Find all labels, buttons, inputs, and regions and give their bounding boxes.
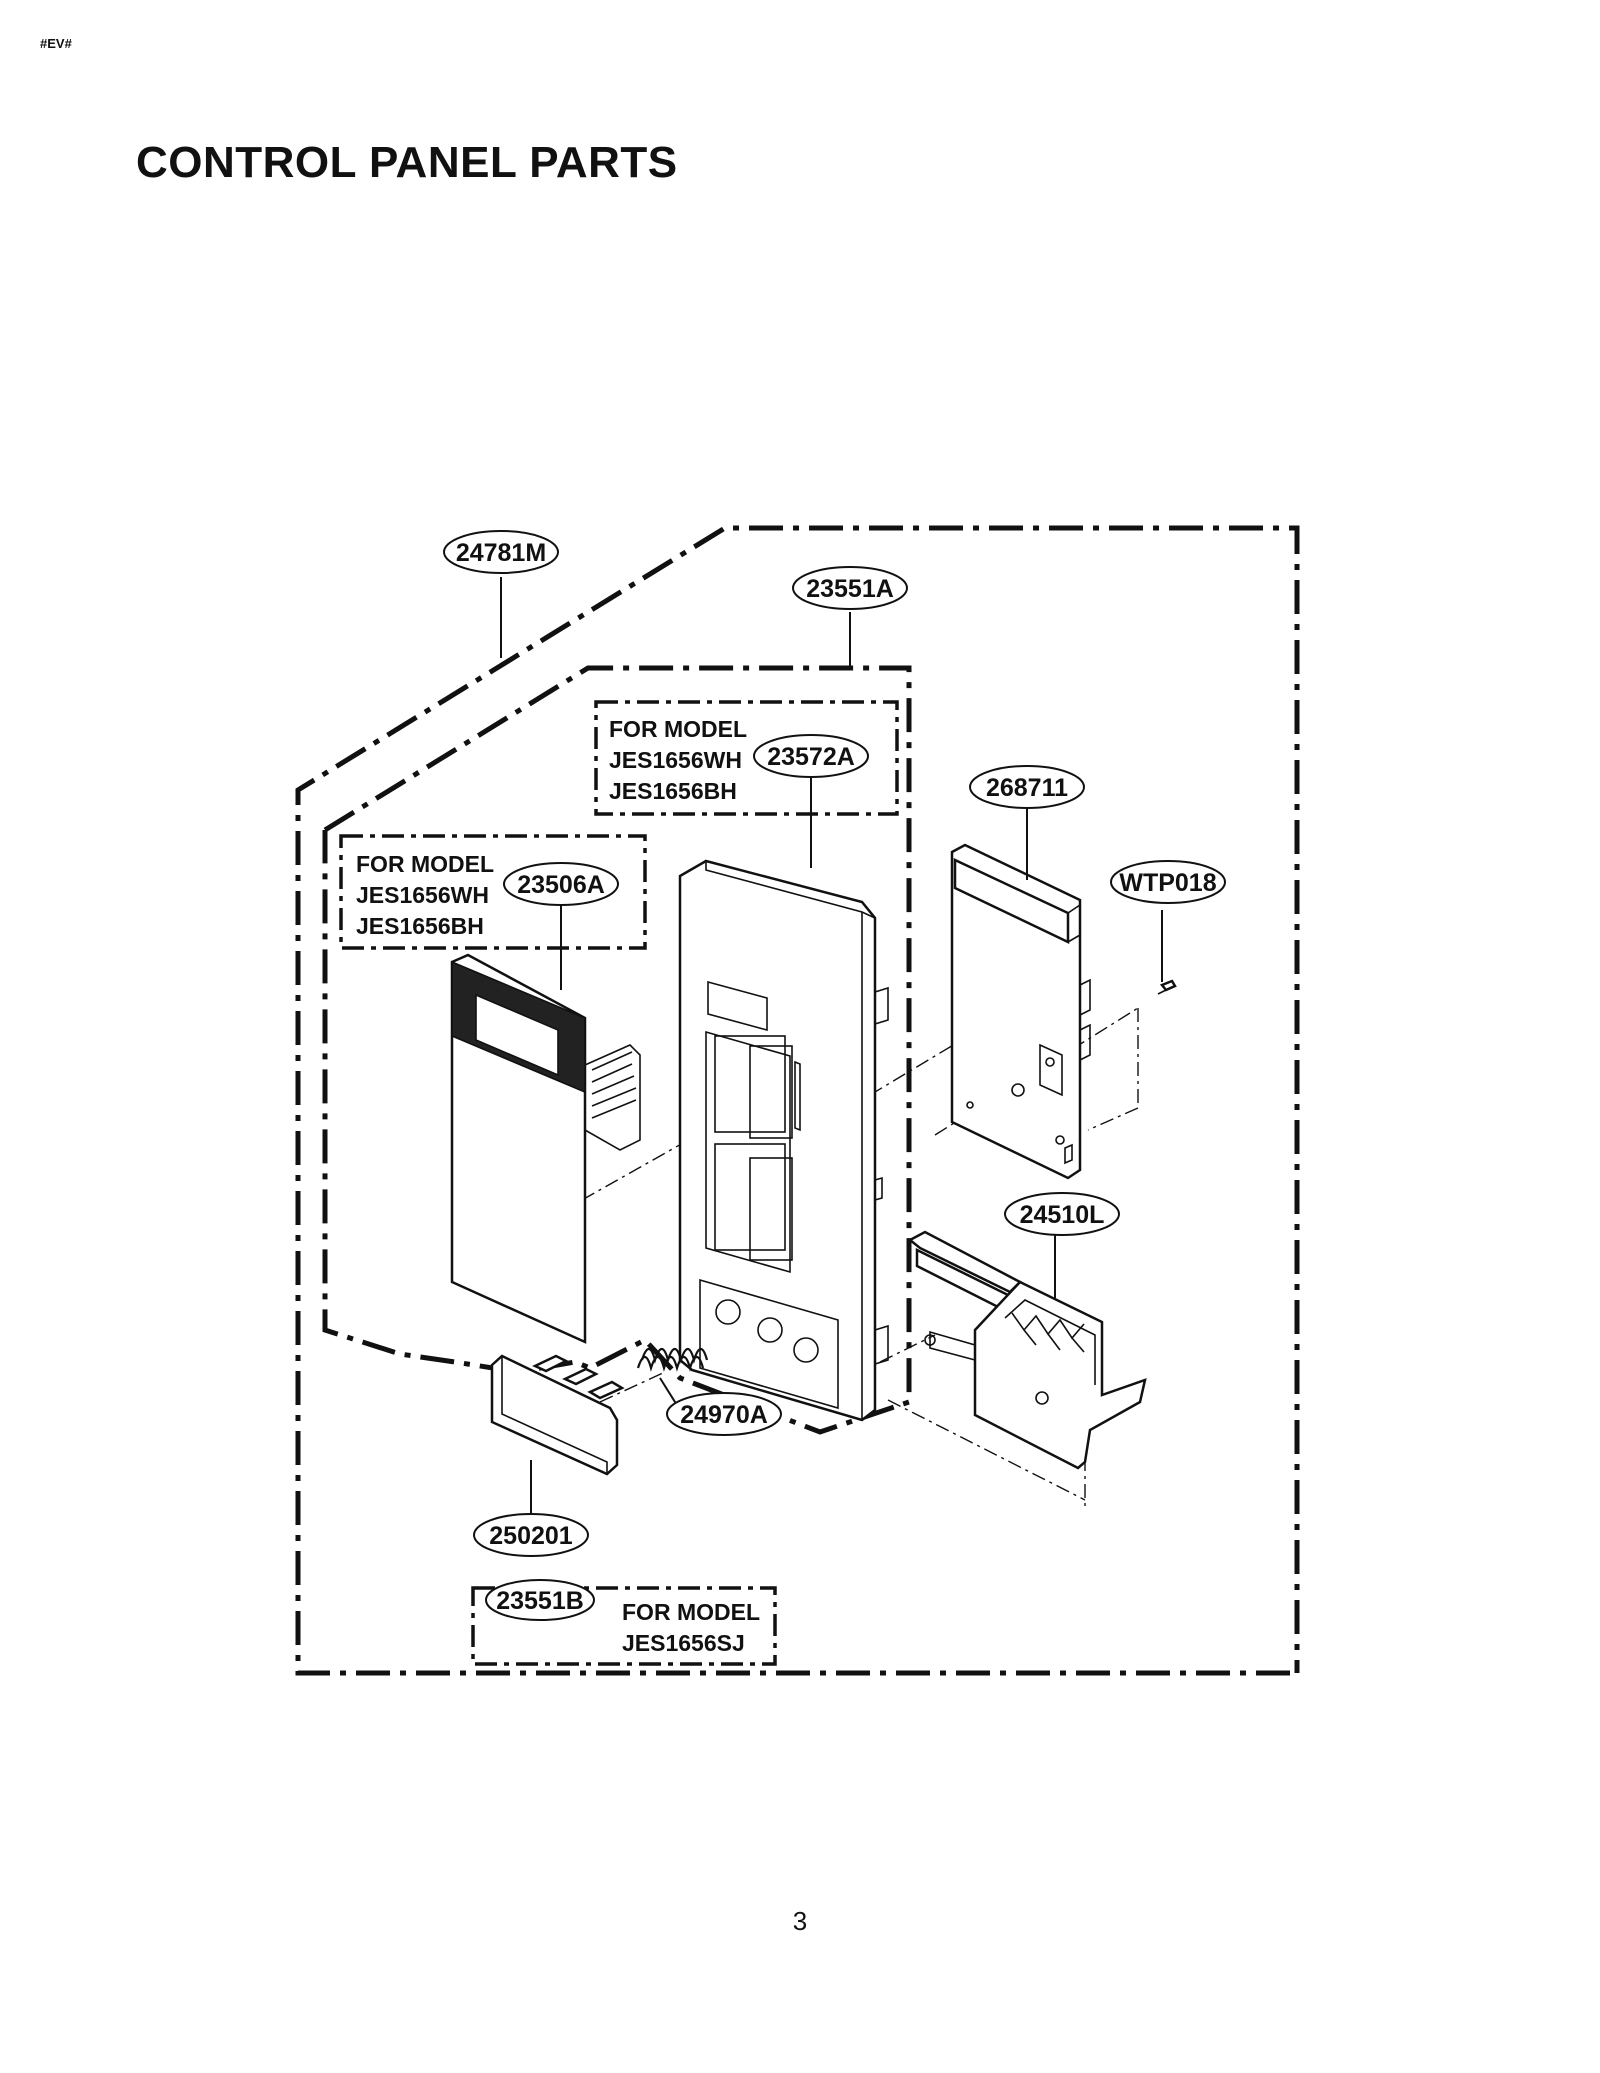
- callout-label-23551a: 23551A: [806, 575, 894, 603]
- note-3-line2: JES1656SJ: [622, 1630, 745, 1656]
- header-tag: #EV#: [40, 36, 72, 51]
- model-note-box-23506a: [339, 834, 647, 950]
- callout-label-24781m: 24781M: [456, 539, 546, 567]
- callout-label-23572a: 23572A: [767, 743, 855, 771]
- note-1-line1: FOR MODEL: [609, 716, 747, 742]
- door-button: [490, 1354, 625, 1476]
- callout-wtp018: WTP018: [1110, 860, 1226, 904]
- callout-24970a: 24970A: [666, 1392, 782, 1436]
- membrane-touch-control: [450, 953, 641, 1344]
- callout-label-268711: 268711: [986, 774, 1068, 802]
- callout-24510l: 24510L: [1004, 1192, 1120, 1236]
- note-2-line3: JES1656BH: [356, 913, 484, 939]
- callout-label-23551b: 23551B: [496, 1587, 584, 1615]
- door-button-lever: [907, 1230, 1147, 1470]
- note-2-line1: FOR MODEL: [356, 851, 494, 877]
- page-number: 3: [792, 1906, 808, 1936]
- callout-23551b: 23551B: [485, 1579, 595, 1621]
- callout-250201: 250201: [473, 1513, 589, 1557]
- callout-label-wtp018: WTP018: [1119, 869, 1216, 897]
- assembly-outer-boundary: [295, 525, 1300, 1676]
- note-2-line2: JES1656WH: [356, 882, 489, 908]
- callout-23506a: 23506A: [503, 862, 619, 906]
- callout-label-250201: 250201: [489, 1522, 573, 1550]
- callout-23551a: 23551A: [792, 566, 908, 610]
- assembly-inner-boundary: [322, 665, 912, 1435]
- control-panel-frame: [678, 859, 889, 1422]
- screw-wtp018: [1157, 979, 1177, 995]
- pcb-board: [950, 843, 1091, 1180]
- callout-268711: 268711: [969, 765, 1085, 809]
- callout-leaders: [500, 577, 1163, 1515]
- callout-label-23506a: 23506A: [517, 871, 605, 899]
- note-1-line2: JES1656WH: [609, 747, 742, 773]
- note-3-line1: FOR MODEL: [622, 1599, 760, 1625]
- model-note-box-23572a: [594, 700, 899, 816]
- callout-label-24970a: 24970A: [680, 1401, 768, 1429]
- page-title: CONTROL PANEL PARTS: [136, 138, 678, 187]
- spring-24970a: [636, 1347, 709, 1372]
- callout-label-24510l: 24510L: [1020, 1201, 1105, 1229]
- note-1-line3: JES1656BH: [609, 778, 737, 804]
- callout-23572a: 23572A: [753, 734, 869, 778]
- callout-24781m: 24781M: [443, 530, 559, 574]
- model-note-box-23551b: [471, 1586, 777, 1666]
